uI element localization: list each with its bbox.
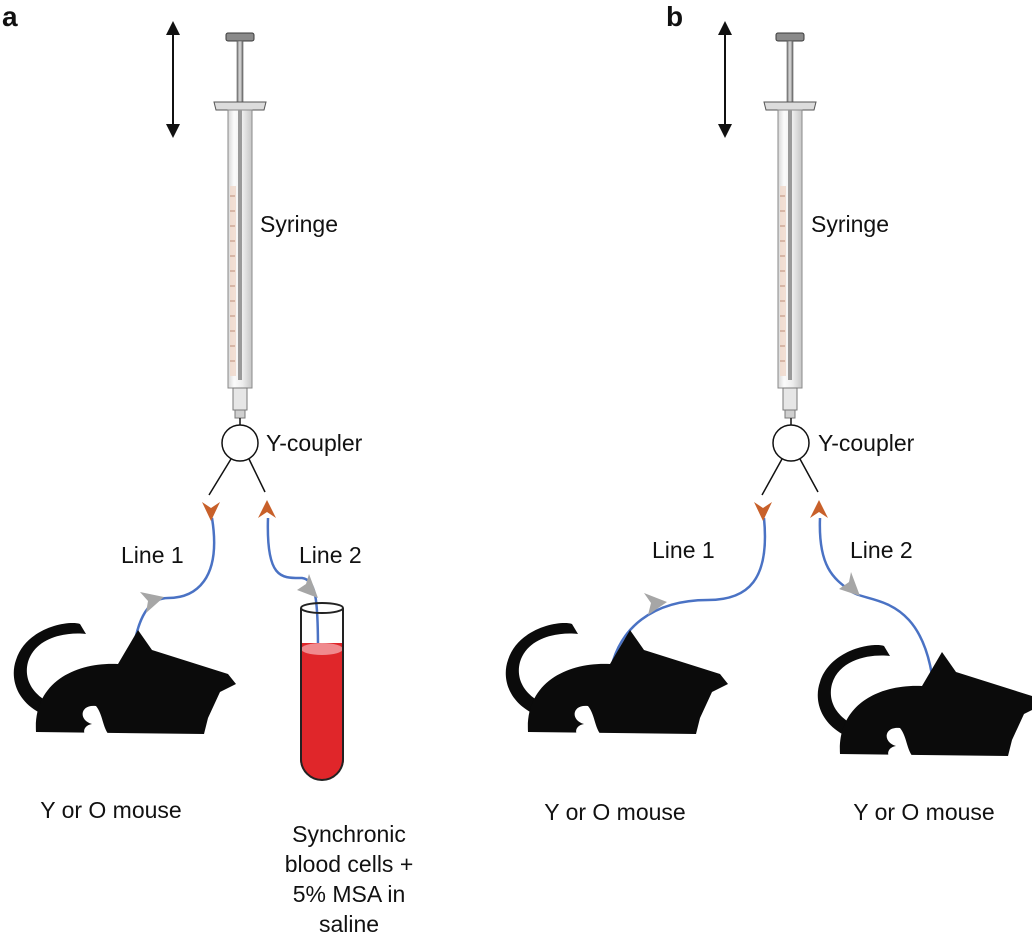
valve-arrow-line-1 [202,502,220,521]
syringe-label: Syringe [811,211,889,237]
syringe-icon [213,32,267,419]
valve-arrow-line-2 [258,500,276,518]
syringe-icon [763,32,817,419]
panel-letter-b: b [666,1,683,32]
line-2-label: Line 2 [299,542,362,568]
y-coupler-icon [221,424,259,462]
line-1-label: Line 1 [121,542,184,568]
line-2-label: Line 2 [850,537,913,563]
line-1-label: Line 1 [652,537,715,563]
flow-arrow-line-2 [839,572,860,596]
flow-arrow-line-1 [140,592,164,613]
syringe-label: Syringe [260,211,338,237]
mouse-icon-left [505,623,728,739]
valve-arrow-line-2 [810,500,828,518]
panel-a: a Syringe Y-coupler Line 1 Line 2 Y or O… [2,1,413,937]
mouse-icon-right [817,645,1032,761]
blood-tube-icon [300,602,344,781]
right-subject-label-line-2: blood cells + [285,851,414,877]
panel-letter-a: a [2,1,18,32]
left-subject-label: Y or O mouse [544,799,685,825]
line-1-tubing [606,517,767,691]
right-subject-label-line-3: 5% MSA in [293,881,406,907]
right-subject-label: Y or O mouse [853,799,994,825]
left-subject-label: Y or O mouse [40,797,181,823]
mouse-icon-left [13,623,236,739]
y-coupler-icon [772,424,810,462]
right-subject-label-line-4: saline [319,911,379,937]
y-coupler-label: Y-coupler [266,430,363,456]
valve-arrow-line-1 [754,502,772,521]
flow-arrow-line-2 [297,574,318,598]
panel-b: b Syringe Y-coupler Line 1 Line 2 Y or O… [505,1,1032,825]
flow-arrow-line-1 [644,593,667,615]
y-coupler-label: Y-coupler [818,430,915,456]
right-subject-label-line-1: Synchronic [292,821,406,847]
